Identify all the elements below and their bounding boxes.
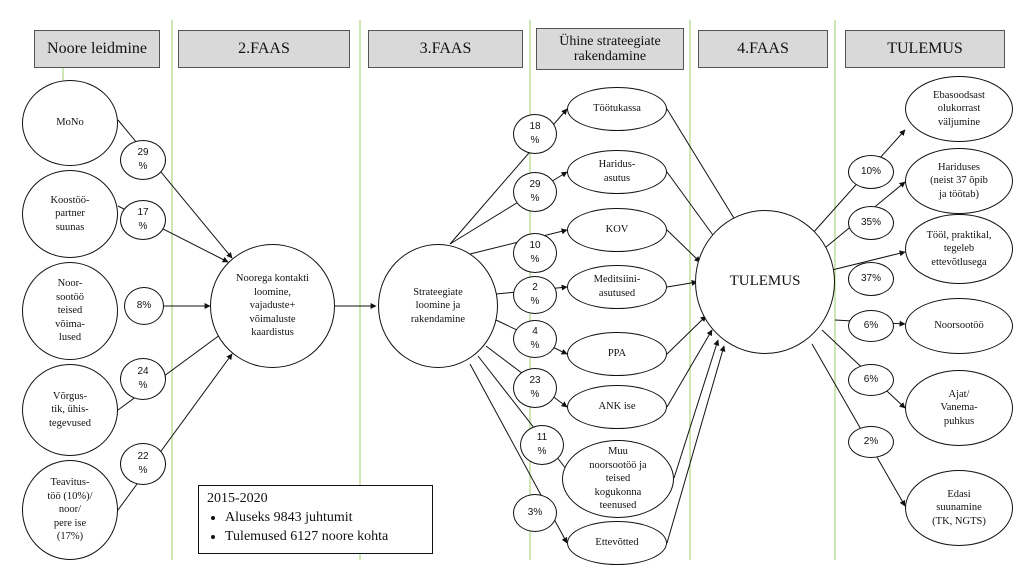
strategy-node: Ettevõtted xyxy=(567,521,667,565)
connector-arrow xyxy=(666,315,707,355)
source-percent: 8% xyxy=(124,287,164,325)
summary-list: Aluseks 9843 juhtumit Tulemused 6127 noo… xyxy=(207,509,424,547)
outcome-node: Tööl, praktikal, tegeleb ettevõtlusega xyxy=(905,214,1013,284)
connector-arrow xyxy=(666,108,741,229)
header-faas-2: 2.FAAS xyxy=(178,30,350,68)
source-percent: 22 % xyxy=(120,443,166,485)
connector-arrow xyxy=(666,229,701,263)
connector-arrow xyxy=(666,345,726,544)
phase3-node: Strateegiate loomine ja rakendamine xyxy=(378,244,498,368)
source-percent: 17 % xyxy=(120,200,166,240)
header-faas-4: 4.FAAS xyxy=(698,30,828,68)
header-faas-3: 3.FAAS xyxy=(368,30,523,68)
outcome-percent: 35% xyxy=(848,206,894,240)
strategy-node: Töötukassa xyxy=(567,87,667,131)
strategy-percent: 11 % xyxy=(520,425,564,465)
outcome-node: Ebasoodsast olukorrast väljumine xyxy=(905,76,1013,142)
strategy-percent: 18 % xyxy=(513,114,557,154)
outcome-percent: 6% xyxy=(848,364,894,396)
strategy-percent: 10 % xyxy=(513,233,557,273)
source-node: Teavitus- töö (10%)/ noor/ pere ise (17%… xyxy=(22,460,118,560)
connector-arrow xyxy=(666,329,713,408)
source-node: Noor- sootöö teised võima- lused xyxy=(22,262,118,360)
connector-arrow xyxy=(666,171,719,243)
source-node: Võrgus- tik, ühis- tegevused xyxy=(22,364,118,456)
outcome-percent: 37% xyxy=(848,262,894,296)
source-node: MoNo xyxy=(22,80,118,166)
outcome-node: Hariduses (neist 37 õpib ja töötab) xyxy=(905,148,1013,214)
outcome-percent: 2% xyxy=(848,426,894,458)
phase4-result-node: TULEMUS xyxy=(695,210,835,354)
strategy-percent: 2 % xyxy=(513,276,557,314)
source-node: Koostöö- partner suunas xyxy=(22,170,118,258)
outcome-percent: 10% xyxy=(848,155,894,189)
strategy-node: Muu noorsootöö ja teised kogukonna teenu… xyxy=(562,440,674,518)
strategy-node: Haridus- asutus xyxy=(567,150,667,194)
connector-arrow xyxy=(831,250,906,271)
strategy-node: KOV xyxy=(567,208,667,252)
strategy-node: PPA xyxy=(567,332,667,376)
header-uhine-strateegiate: Ühine strateegiate rakendamine xyxy=(536,28,684,70)
header-tulemus: TULEMUS xyxy=(845,30,1005,68)
outcome-node: Edasi suunamine (TK, NGTS) xyxy=(905,470,1013,546)
strategy-percent: 3% xyxy=(513,494,557,532)
strategy-percent: 23 % xyxy=(513,368,557,408)
outcome-node: Noorsootöö xyxy=(905,298,1013,354)
outcome-node: Ajat/ Vanema- puhkus xyxy=(905,370,1013,446)
connector-arrow xyxy=(673,339,720,479)
connector-arrow xyxy=(666,279,698,288)
summary-item: Tulemused 6127 noore kohta xyxy=(225,528,424,547)
connector-arrow xyxy=(811,343,906,507)
strategy-percent: 4 % xyxy=(513,320,557,358)
source-percent: 29 % xyxy=(120,140,166,180)
strategy-percent: 29 % xyxy=(513,172,557,212)
header-noore-leidmine: Noore leidmine xyxy=(34,30,160,68)
outcome-percent: 6% xyxy=(848,310,894,342)
source-percent: 24 % xyxy=(120,358,166,400)
summary-item: Aluseks 9843 juhtumit xyxy=(225,509,424,528)
summary-title: 2015-2020 xyxy=(207,491,268,506)
strategy-node: Meditsiini- asutused xyxy=(567,265,667,309)
strategy-node: ANK ise xyxy=(567,385,667,429)
phase2-node: Nooregа kontakti loomine, vajaduste+ või… xyxy=(210,244,335,368)
summary-box: 2015-2020 Aluseks 9843 juhtumit Tulemuse… xyxy=(198,485,433,554)
